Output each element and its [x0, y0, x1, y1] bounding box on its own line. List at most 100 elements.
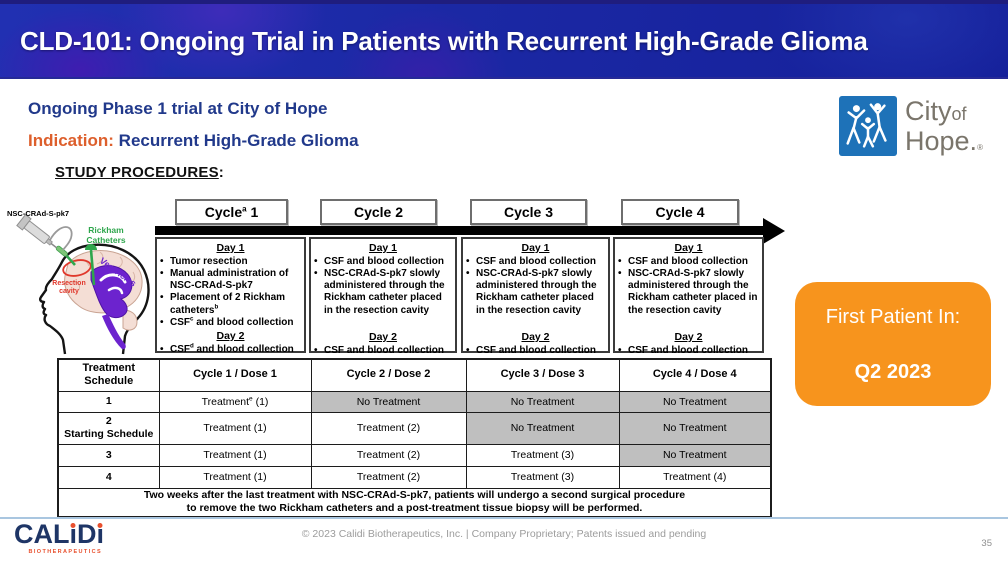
procedure-item: • CSFd and blood collection: [160, 342, 294, 355]
table-row: 4 Treatment (1) Treatment (2) Treatment …: [57, 465, 772, 489]
bullet-icon: •: [466, 255, 470, 267]
bullet-icon: •: [160, 343, 164, 355]
bullet-icon: •: [618, 267, 622, 279]
cycle-1-procedures: Day 1 • Tumor resection • Manual adminis…: [155, 237, 306, 355]
rickham-catheters-icon: [55, 244, 97, 286]
bullet-icon: •: [314, 344, 318, 356]
row-label: 4: [57, 465, 160, 489]
calidi-i-dot: [70, 523, 76, 528]
study-procedures-heading: STUDY PROCEDURES:: [55, 164, 224, 181]
cell: Treatment (4): [618, 465, 772, 489]
subtitle-phase1: Ongoing Phase 1 trial at City of Hope: [28, 99, 328, 118]
cell: No Treatment: [310, 390, 467, 413]
bullet-icon: •: [618, 344, 622, 356]
city-of-hope-figures-icon: [839, 96, 897, 156]
page-number: 35: [981, 538, 992, 549]
svg-text:Rickham: Rickham: [88, 225, 124, 235]
indication-line: Indication: Recurrent High-Grade Glioma: [28, 131, 359, 151]
calidi-subtitle: BIOTHERAPEUTICS: [28, 549, 103, 555]
bullet-icon: •: [160, 255, 164, 267]
cycle-1-header: Cyclea 1: [175, 199, 288, 225]
treatment-schedule-table: Treatment Schedule Cycle 1 / Dose 1 Cycl…: [57, 358, 772, 518]
city-of-hope-logo: Cityof Hope.®: [839, 96, 983, 156]
title-banner: CLD-101: Ongoing Trial in Patients with …: [0, 0, 1008, 79]
bullet-icon: •: [466, 344, 470, 356]
cell: Treatment (3): [465, 443, 620, 467]
svg-text:cavity: cavity: [59, 288, 79, 295]
day-2-label: Day 2: [216, 329, 245, 342]
procedure-item: • CSF and blood collection: [618, 255, 748, 267]
col-header-treatment-schedule: Treatment Schedule: [57, 358, 160, 392]
cell: No Treatment: [465, 390, 620, 413]
syringe-icon: [16, 213, 73, 251]
callout-line2: Q2 2023: [854, 361, 932, 383]
calidi-i-dot: [97, 523, 103, 528]
procedure-item: • CSF and blood collection: [466, 255, 596, 267]
callout-line1: First Patient In:: [825, 306, 961, 328]
procedure-item: • NSC-CRAd-S-pk7 slowly administered thr…: [466, 267, 597, 316]
footer-divider: [0, 517, 1008, 519]
cell: Treatment (1): [158, 443, 312, 467]
col-header-cycle4: Cycle 4 / Dose 4: [618, 358, 772, 392]
cycle-2-header: Cycle 2: [320, 199, 437, 225]
rickham-catheters-label: Rickham Catheters: [86, 225, 125, 245]
col-header-cycle1: Cycle 1 / Dose 1: [158, 358, 312, 392]
procedure-item: • Placement of 2 Rickham cathetersb: [160, 292, 286, 316]
day-1-label: Day 1: [674, 242, 703, 254]
cell: No Treatment: [618, 443, 772, 467]
day-2-label: Day 2: [674, 330, 703, 343]
day-2-label: Day 2: [521, 330, 550, 343]
city-of-hope-wordmark: Cityof Hope.®: [905, 96, 983, 156]
brain-administration-diagram: NSC-CRAd-S-pk7 Rickham Catheters Ventric…: [7, 209, 150, 355]
bullet-icon: •: [314, 267, 318, 279]
resection-cavity-outline: [62, 259, 92, 277]
cell: No Treatment: [618, 411, 772, 445]
svg-text:Resection: Resection: [52, 280, 85, 287]
procedure-item: • NSC-CRAd-S-pk7 slowly administered thr…: [618, 267, 758, 316]
procedure-item: • CSF and blood collection: [314, 255, 444, 267]
day-1-label: Day 1: [216, 242, 245, 254]
table-header-row: Treatment Schedule Cycle 1 / Dose 1 Cycl…: [57, 358, 772, 392]
procedure-item: • CSF and blood collection: [466, 344, 596, 356]
cell: No Treatment: [618, 390, 772, 413]
bullet-icon: •: [618, 255, 622, 267]
day-1-label: Day 1: [368, 242, 398, 254]
procedure-item: • Manual administration of NSC-CRAd-S-pk…: [160, 267, 289, 292]
cell: Treatment (3): [465, 465, 620, 489]
slide-title: CLD-101: Ongoing Trial in Patients with …: [20, 26, 868, 56]
svg-text:Catheters: Catheters: [86, 235, 125, 245]
table-note: Two weeks after the last treatment with …: [57, 487, 772, 518]
cell: Treatment (2): [310, 465, 467, 489]
cycle-2-procedures: Day 1 • CSF and blood collection • NSC-C…: [309, 237, 457, 356]
cell: Treatmente (1): [158, 390, 312, 413]
col-header-cycle2: Cycle 2 / Dose 2: [310, 358, 467, 392]
cycle-4-procedures: Day 1 • CSF and blood collection • NSC-C…: [613, 237, 764, 356]
bullet-icon: •: [160, 267, 164, 279]
copyright-text: © 2023 Calidi Biotherapeutics, Inc. | Co…: [301, 528, 707, 540]
ventricles-shape: [90, 265, 133, 350]
procedure-item: • CSF and blood collection: [618, 344, 748, 356]
first-patient-callout: First Patient In: Q2 2023: [795, 282, 991, 406]
row-label: 3: [57, 443, 160, 467]
bullet-icon: •: [160, 292, 164, 304]
procedure-item: • CSFc and blood collection: [160, 315, 294, 328]
timeline-arrow-head: [763, 218, 785, 244]
procedure-item: • NSC-CRAd-S-pk7 slowly administered thr…: [314, 267, 445, 316]
bullet-icon: •: [160, 316, 164, 328]
cell: Treatment (1): [158, 411, 312, 445]
indication-label: Indication:: [28, 131, 114, 150]
resection-cavity-label: Resection cavity: [52, 280, 85, 295]
table-row: 1 Treatmente (1) No Treatment No Treatme…: [57, 390, 772, 413]
row-label: 1: [57, 390, 160, 413]
drug-label: NSC-CRAd-S-pk7: [7, 209, 69, 218]
cycle-3-header: Cycle 3: [470, 199, 587, 225]
timeline-arrow-bar: [155, 226, 767, 235]
cell: Treatment (2): [310, 443, 467, 467]
table-note-row: Two weeks after the last treatment with …: [57, 487, 772, 518]
day-1-label: Day 1: [521, 242, 550, 254]
